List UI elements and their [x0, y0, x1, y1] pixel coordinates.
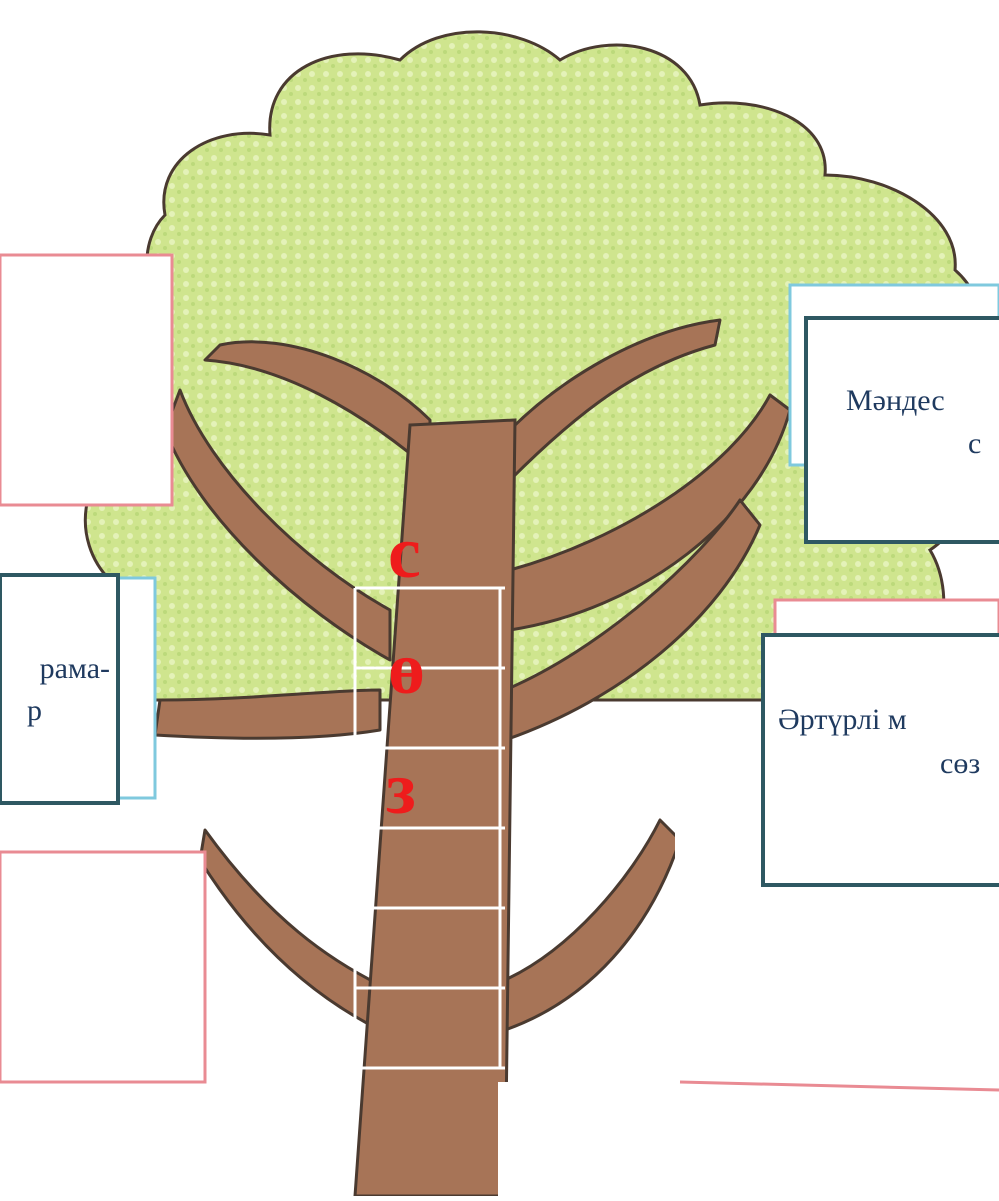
- card-bottom-left: [0, 852, 205, 1082]
- trunk-letter-3: з: [386, 752, 416, 826]
- box-top-right-line2: с: [968, 423, 981, 465]
- box-mid-right-line2: сөз: [940, 743, 980, 785]
- trunk-letter-1: с: [388, 516, 421, 590]
- box-mid-left-line2: р: [0, 690, 42, 732]
- card-top-left: [0, 255, 172, 505]
- trunk-letter-2: ө: [388, 632, 425, 706]
- box-mid-left-line1: рама-: [0, 648, 110, 690]
- box-mid-right-line1: Әртүрлі м: [778, 699, 907, 741]
- box-top-right-line1: Мәндес: [846, 380, 945, 422]
